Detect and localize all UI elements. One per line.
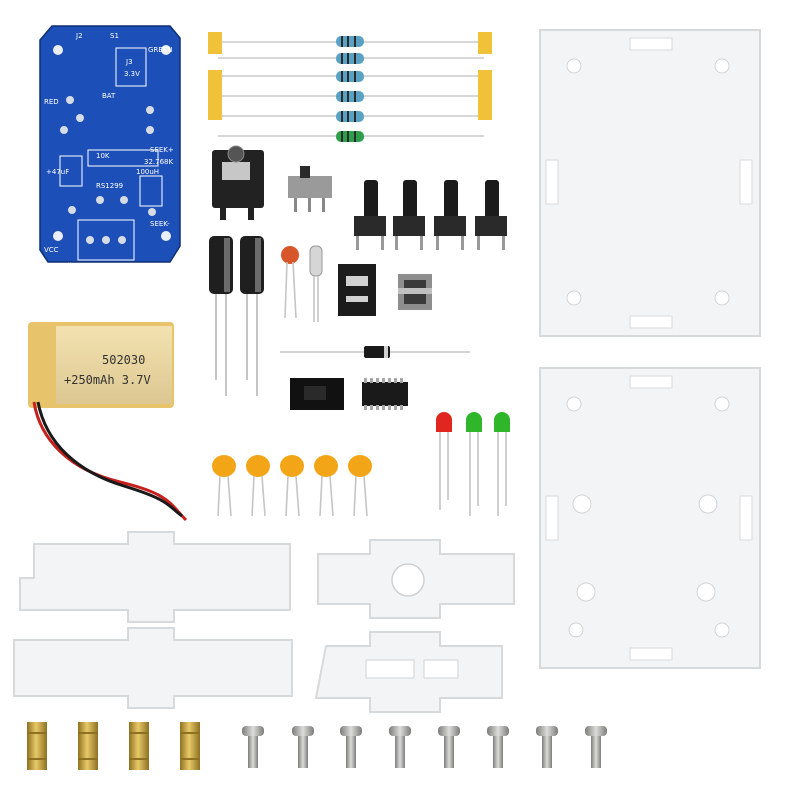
pcb-label-seek-minus: SEEK- (150, 220, 170, 228)
pcb-label-47uf: +47uF (46, 168, 69, 176)
acrylic-end-piece-round-hole (317, 539, 515, 619)
battery-rating-label: +250mAh 3.7V (64, 373, 151, 387)
resistor-green (336, 131, 364, 142)
acrylic-end-piece-slots (314, 631, 503, 713)
led-red (436, 412, 452, 510)
screw (242, 726, 264, 768)
lipo-battery: 502030 +250mAh 3.7V (28, 322, 188, 522)
ic-dip8 (290, 378, 344, 410)
screw (340, 726, 362, 768)
led-green (494, 412, 510, 516)
smd-inductor (398, 274, 432, 310)
resistor-tape-strip (208, 32, 492, 142)
acrylic-panel-top (539, 29, 761, 337)
pcb-board: RS1299 J2 S1 GREEN J3 3.3V BAT RED 10K S… (39, 25, 181, 270)
pcb-label-u3: J3 (125, 58, 133, 66)
pcb-label-100uh: 100uH (136, 168, 159, 176)
pcb-label-vcc: VCC (44, 246, 59, 254)
pcb-label-10k: 10K (96, 152, 110, 160)
ceramic-capacitor (246, 455, 270, 517)
pcb-chip-label: RS1299 (96, 182, 123, 190)
ceramic-capacitor (348, 455, 372, 517)
tactile-button (475, 180, 507, 250)
pcb-label-s1: S1 (110, 32, 119, 40)
pcb-mounting-holes (53, 45, 171, 241)
screw (536, 726, 558, 768)
brass-standoff (129, 722, 149, 770)
resistor (336, 71, 364, 82)
acrylic-side-piece (19, 531, 291, 623)
electrolytic-capacitor (240, 236, 264, 396)
screw (389, 726, 411, 768)
electrolytic-capacitor (209, 236, 233, 396)
screw (292, 726, 314, 768)
tactile-button (434, 180, 466, 250)
screw (438, 726, 460, 768)
screw (585, 726, 607, 768)
tactile-button (354, 180, 386, 250)
ceramic-capacitor (212, 455, 236, 517)
led-green (466, 412, 482, 516)
audio-jack (212, 145, 264, 220)
pcb-label-green: GREEN (148, 46, 172, 54)
ic-soic16 (362, 378, 408, 410)
slide-switch (288, 166, 332, 212)
battery-model-label: 502030 (102, 353, 145, 367)
brass-standoff (27, 722, 47, 770)
screw (487, 726, 509, 768)
pcb-label-j2: J2 (75, 32, 83, 40)
pcb-label-3v3: 3.3V (124, 70, 140, 78)
pcb-label-audio: Audio (56, 262, 76, 270)
pcb-label-red: RED (44, 98, 59, 106)
resistor (336, 111, 364, 122)
ceramic-capacitor-small (281, 246, 299, 319)
resistor (336, 53, 364, 64)
acrylic-side-piece (13, 627, 293, 709)
tactile-button (393, 180, 425, 250)
ceramic-capacitor (314, 455, 338, 517)
pcb-label-bat: BAT (102, 92, 116, 100)
pcb-label-seek-plus: SEEK+ (150, 146, 174, 154)
resistor (336, 36, 364, 47)
acrylic-panel-bottom (539, 367, 761, 669)
brass-standoff (78, 722, 98, 770)
crystal-oscillator (309, 245, 323, 322)
pcb-label-32k: 32.768K (144, 158, 173, 166)
ceramic-capacitor (280, 455, 304, 517)
brass-standoff (180, 722, 200, 770)
resistor (336, 91, 364, 102)
usb-connector (338, 264, 376, 316)
diode (280, 346, 470, 358)
